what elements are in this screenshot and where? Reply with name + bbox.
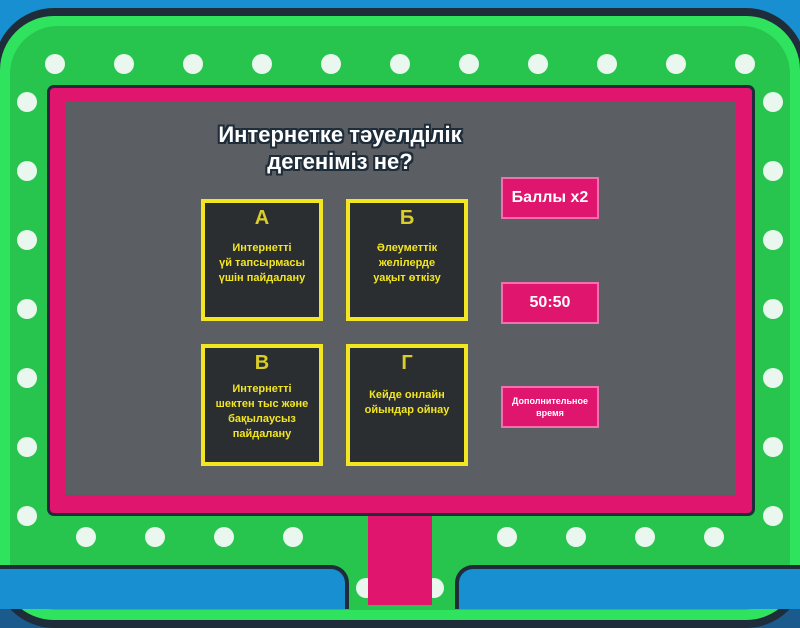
question-text: Интернетке тәуелділік дегеніміз не? [195, 121, 485, 175]
light-bulb [735, 54, 755, 74]
light-bulb [183, 54, 203, 74]
answer-text: Интернетті шектен тыс және бақылаусыз па… [215, 383, 309, 440]
light-bulb [321, 54, 341, 74]
light-bulb [597, 54, 617, 74]
light-bulb [45, 54, 65, 74]
light-bulb [17, 299, 37, 319]
answer-card-a[interactable]: А Интернетті үй тапсырмасы үшін пайдалан… [201, 199, 323, 321]
light-bulb [283, 527, 303, 547]
stage-floor-right [455, 565, 800, 609]
light-bulb [635, 527, 655, 547]
light-bulb [17, 161, 37, 181]
fifty-fifty-button[interactable]: 50:50 [501, 282, 599, 324]
light-bulb [252, 54, 272, 74]
double-points-button[interactable]: Баллы х2 [501, 177, 599, 219]
answer-card-g[interactable]: Г Кейде онлайн ойындар ойнау [346, 344, 468, 466]
light-bulb [145, 527, 165, 547]
light-bulb [666, 54, 686, 74]
light-bulb [566, 527, 586, 547]
light-bulb [17, 506, 37, 526]
light-bulb [497, 527, 517, 547]
light-bulb [763, 437, 783, 457]
light-bulb [528, 54, 548, 74]
light-bulb [763, 230, 783, 250]
answer-letter: А [254, 207, 270, 229]
light-bulb [704, 527, 724, 547]
light-bulb [114, 54, 134, 74]
light-bulb [763, 161, 783, 181]
answer-text: Кейде онлайн ойындар ойнау [364, 389, 450, 416]
stage-floor-left [0, 565, 349, 609]
light-bulb [763, 506, 783, 526]
light-bulb [390, 54, 410, 74]
answer-card-b[interactable]: Б Әлеуметтік желілерде уақыт өткізу [346, 199, 468, 321]
answer-letter: В [254, 352, 270, 374]
light-bulb [214, 527, 234, 547]
question-line-1: Интернетке тәуелділік [218, 122, 462, 147]
light-bulb [763, 92, 783, 112]
answer-text: Әлеуметтік желілерде уақыт өткізу [373, 242, 441, 284]
answer-letter: Г [401, 352, 413, 374]
light-bulb [17, 230, 37, 250]
question-line-2: дегеніміз не? [267, 149, 413, 174]
light-bulb [459, 54, 479, 74]
light-bulb [76, 527, 96, 547]
screen-stand [368, 505, 432, 605]
light-bulb [17, 437, 37, 457]
answer-letter: Б [399, 207, 415, 229]
answer-card-v[interactable]: В Интернетті шектен тыс және бақылаусыз … [201, 344, 323, 466]
light-bulb [17, 368, 37, 388]
extra-time-button[interactable]: Дополнительное время [501, 386, 599, 428]
light-bulb [763, 299, 783, 319]
light-bulb [17, 92, 37, 112]
light-bulb [763, 368, 783, 388]
answer-text: Интернетті үй тапсырмасы үшін пайдалану [218, 242, 306, 284]
